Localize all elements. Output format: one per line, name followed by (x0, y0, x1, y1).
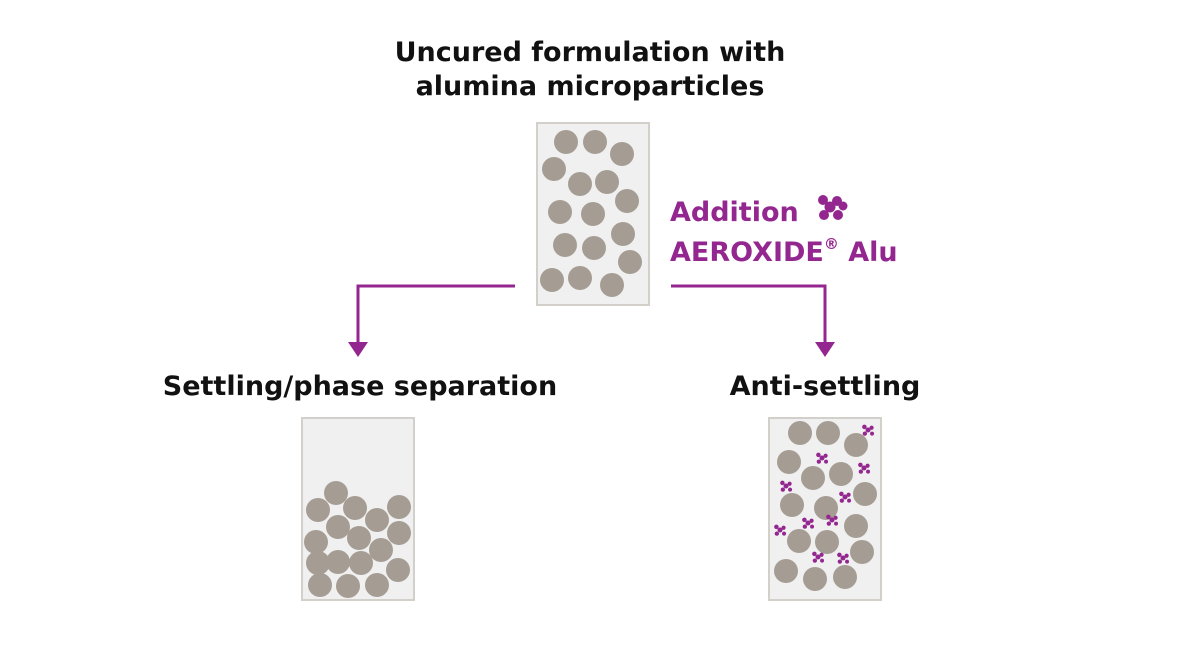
formulation-title: Uncured formulation with alumina micropa… (340, 36, 840, 104)
anti-settling-container (768, 417, 882, 601)
right-arrow-line (671, 284, 827, 344)
settled-particles (304, 481, 411, 598)
flow-arrows (356, 284, 827, 344)
alumina-particles (540, 130, 642, 297)
formulation-title-line-1: Uncured formulation with (394, 37, 786, 68)
registered-mark: ® (823, 235, 839, 253)
dispersed-particles (774, 421, 877, 591)
product-suffix: Alu (838, 237, 898, 268)
addition-label: Addition (670, 197, 799, 228)
anti-settling-outcome-title: Anti-settling (729, 371, 921, 402)
settling-outcome-title: Settling/phase separation (162, 371, 558, 402)
left-arrowhead (348, 342, 368, 357)
aggregate-icon (818, 195, 848, 220)
product-label: AEROXIDE® Alu (670, 236, 898, 270)
product-name: AEROXIDE (670, 237, 824, 268)
right-arrowhead (815, 342, 835, 357)
formulation-title-line-2: alumina microparticles (415, 71, 765, 102)
uncured-container (536, 122, 650, 306)
settling-container (301, 417, 415, 601)
left-arrow-line (356, 284, 515, 344)
